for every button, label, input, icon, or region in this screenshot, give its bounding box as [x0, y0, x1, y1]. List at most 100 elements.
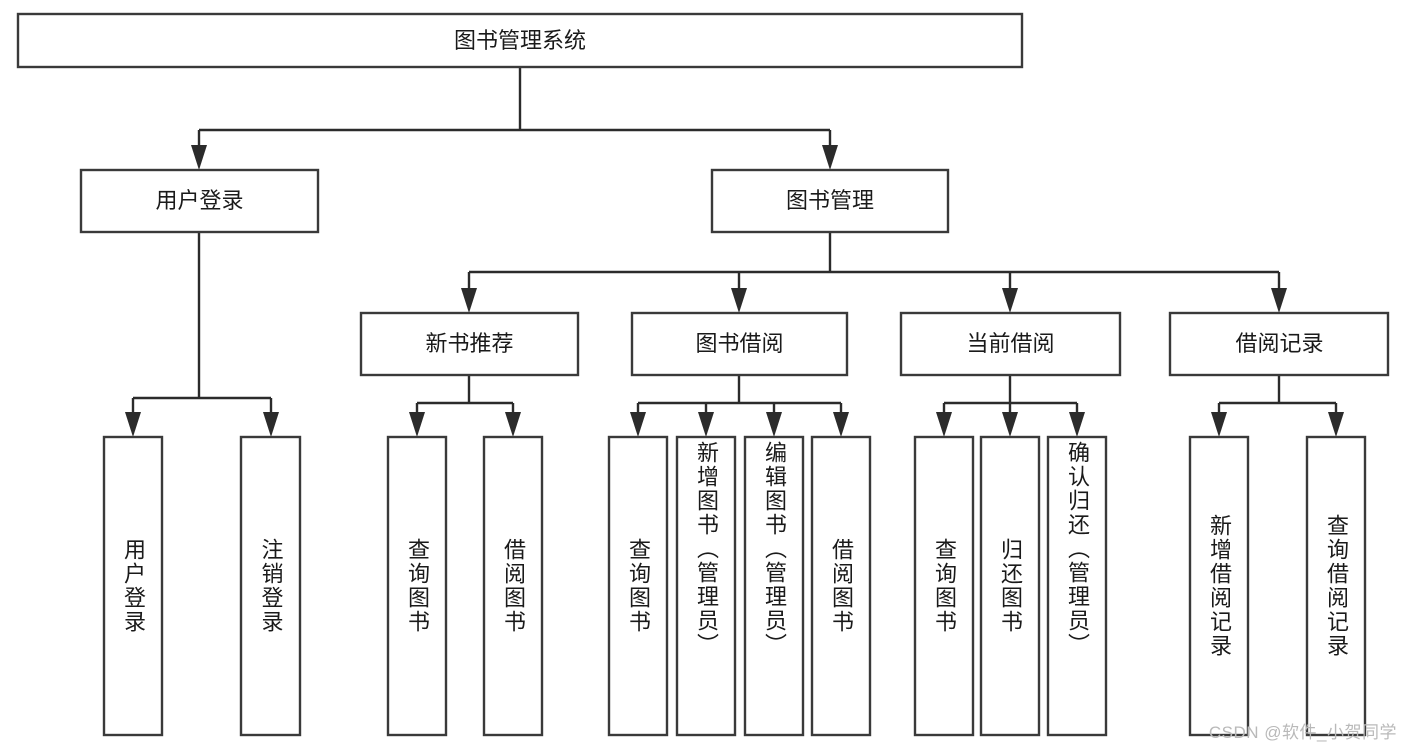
node-leaf-confirm-return-label-wrap: 确认归还（管理员）	[1065, 441, 1090, 657]
connector-current-borrow-to-leaves	[936, 375, 1085, 437]
node-leaf-add-record-box[interactable]	[1188, 435, 1250, 737]
node-book-management-box[interactable]	[710, 168, 950, 234]
node-new-book-recommend-box[interactable]	[359, 311, 580, 377]
node-leaf-query-book-2[interactable]: 查询图书	[607, 435, 669, 737]
arrow-head-book-management	[822, 145, 838, 170]
node-leaf-edit-book[interactable]: 编辑图书（管理员）	[743, 435, 805, 737]
node-leaf-confirm-return-label: 确认归还（管理员）	[1065, 441, 1090, 657]
connector-root-to-level2	[191, 67, 838, 170]
node-leaf-user-login-label-wrap: 用户登录	[121, 538, 146, 634]
node-leaf-query-book-1[interactable]: 查询图书	[386, 435, 448, 737]
node-leaf-add-record-label: 新增借阅记录	[1207, 514, 1232, 658]
connector-new-book-recommend-to-leaves	[409, 375, 521, 437]
node-leaf-add-book-label: 新增图书（管理员）	[694, 441, 719, 657]
node-new-book-recommend-label: 新书推荐	[425, 331, 513, 356]
node-leaf-query-record-box[interactable]	[1305, 435, 1367, 737]
node-leaf-add-record[interactable]: 新增借阅记录	[1188, 435, 1250, 737]
node-borrow-record[interactable]: 借阅记录	[1168, 311, 1390, 377]
node-book-borrow-box[interactable]	[630, 311, 849, 377]
node-leaf-return-book-box[interactable]	[979, 435, 1041, 737]
node-book-management[interactable]: 图书管理	[710, 168, 950, 234]
node-user-login-label: 用户登录	[155, 188, 243, 213]
arrow-head-leaf-user-login	[125, 412, 141, 437]
node-leaf-query-book-1-label: 查询图书	[405, 538, 430, 634]
node-leaf-add-book[interactable]: 新增图书（管理员）	[675, 435, 737, 737]
node-leaf-borrow-book-2-box[interactable]	[810, 435, 872, 737]
node-leaf-user-login[interactable]: 用户登录	[102, 435, 164, 737]
node-leaf-borrow-book-1[interactable]: 借阅图书	[482, 435, 544, 737]
node-leaf-query-book-2-label: 查询图书	[626, 538, 651, 634]
node-leaf-edit-book-label: 编辑图书（管理员）	[762, 441, 787, 657]
node-leaf-query-record-label: 查询借阅记录	[1324, 514, 1349, 658]
node-book-borrow-label: 图书借阅	[695, 331, 783, 356]
node-leaf-edit-book-label-wrap: 编辑图书（管理员）	[762, 441, 787, 657]
node-leaf-add-book-box[interactable]	[675, 435, 737, 737]
node-user-login[interactable]: 用户登录	[79, 168, 320, 234]
node-user-login-box[interactable]	[79, 168, 320, 234]
node-leaf-return-book-label-wrap: 归还图书	[998, 538, 1023, 634]
connector-user-login-to-leaves	[125, 232, 279, 437]
node-leaf-query-record-label-wrap: 查询借阅记录	[1324, 514, 1349, 658]
node-leaf-logout-login-box[interactable]	[239, 435, 302, 737]
connector-book-management-to-level3	[461, 232, 1287, 313]
node-leaf-query-book-2-label-wrap: 查询图书	[626, 538, 651, 634]
node-root-system[interactable]: 图书管理系统	[16, 12, 1024, 69]
node-leaf-edit-book-box[interactable]	[743, 435, 805, 737]
node-leaf-query-book-2-box[interactable]	[607, 435, 669, 737]
node-leaf-borrow-book-1-box[interactable]	[482, 435, 544, 737]
arrow-head-leaf-borrow-book-2	[833, 412, 849, 437]
node-book-borrow[interactable]: 图书借阅	[630, 311, 849, 377]
node-leaf-query-book-1-label-wrap: 查询图书	[405, 538, 430, 634]
arrow-head-leaf-logout-login	[263, 412, 279, 437]
node-leaf-borrow-book-2-label: 借阅图书	[829, 538, 854, 634]
node-book-management-label: 图书管理	[786, 188, 874, 213]
node-leaf-logout-login-label-wrap: 注销登录	[258, 538, 284, 634]
node-leaf-query-book-3[interactable]: 查询图书	[913, 435, 975, 737]
node-leaf-add-record-label-wrap: 新增借阅记录	[1207, 514, 1232, 658]
node-leaf-borrow-book-1-label: 借阅图书	[501, 538, 526, 634]
arrow-head-leaf-add-record	[1211, 412, 1227, 437]
node-root-box[interactable]	[16, 12, 1024, 69]
node-current-borrow-box[interactable]	[899, 311, 1122, 377]
arrow-head-leaf-return-book	[1002, 412, 1018, 437]
node-leaf-borrow-book-2-label-wrap: 借阅图书	[829, 538, 854, 634]
node-borrow-record-box[interactable]	[1168, 311, 1390, 377]
node-leaf-query-book-3-label-wrap: 查询图书	[932, 538, 957, 634]
node-leaf-confirm-return[interactable]: 确认归还（管理员）	[1046, 435, 1108, 737]
arrow-head-leaf-add-book	[698, 412, 714, 437]
node-leaf-user-login-box[interactable]	[102, 435, 164, 737]
arrow-head-leaf-query-record	[1328, 412, 1344, 437]
node-leaf-query-book-3-box[interactable]	[913, 435, 975, 737]
arrow-head-current-borrow	[1002, 288, 1018, 313]
arrow-head-new-book-recommend	[461, 288, 477, 313]
node-borrow-record-label: 借阅记录	[1235, 331, 1323, 356]
node-leaf-return-book[interactable]: 归还图书	[979, 435, 1041, 737]
node-current-borrow[interactable]: 当前借阅	[899, 311, 1122, 377]
node-leaf-return-book-label: 归还图书	[998, 538, 1023, 634]
connector-borrow-record-to-leaves	[1211, 375, 1344, 437]
arrow-head-book-borrow	[731, 288, 747, 313]
node-leaf-user-login-label: 用户登录	[121, 538, 146, 634]
node-root-label: 图书管理系统	[454, 28, 586, 53]
arrow-head-borrow-record	[1271, 288, 1287, 313]
arrow-head-user-login	[191, 145, 207, 170]
node-leaf-borrow-book-2[interactable]: 借阅图书	[810, 435, 872, 737]
node-leaf-confirm-return-box[interactable]	[1046, 435, 1108, 737]
connector-book-borrow-to-leaves	[630, 375, 849, 437]
node-leaf-logout-login[interactable]: 注销登录	[239, 435, 302, 737]
node-leaf-borrow-book-1-label-wrap: 借阅图书	[501, 538, 526, 634]
arrow-head-leaf-query-book-1	[409, 412, 425, 437]
node-leaf-query-book-1-box[interactable]	[386, 435, 448, 737]
arrow-head-leaf-edit-book	[766, 412, 782, 437]
node-leaf-add-book-label-wrap: 新增图书（管理员）	[694, 441, 719, 657]
arrow-head-leaf-query-book-2	[630, 412, 646, 437]
node-current-borrow-label: 当前借阅	[966, 331, 1054, 356]
arrow-head-leaf-borrow-book-1	[505, 412, 521, 437]
node-leaf-logout-login-label: 注销登录	[258, 538, 284, 634]
arrow-head-leaf-confirm-return	[1069, 412, 1085, 437]
node-new-book-recommend[interactable]: 新书推荐	[359, 311, 580, 377]
node-leaf-query-book-3-label: 查询图书	[932, 538, 957, 634]
node-leaf-query-record[interactable]: 查询借阅记录	[1305, 435, 1367, 737]
